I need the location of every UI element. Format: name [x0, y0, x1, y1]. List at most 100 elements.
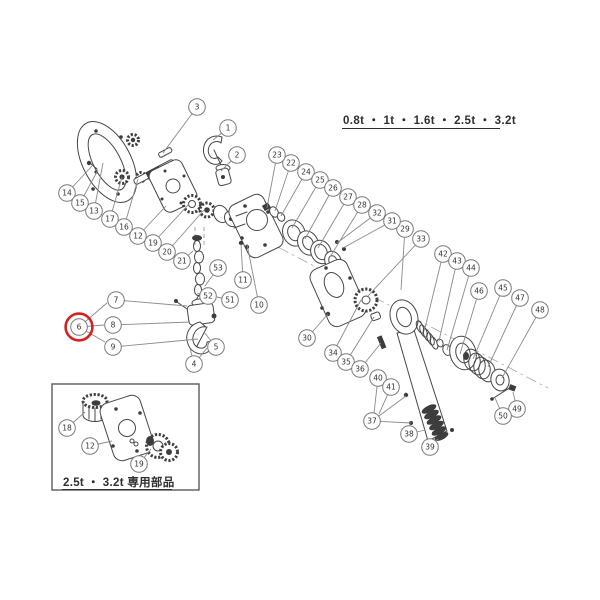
callout-27: 27	[317, 188, 357, 249]
callout-3: 3	[162, 98, 206, 154]
callout-number: 18	[62, 424, 72, 433]
callout-number: 24	[301, 168, 311, 177]
callout-24: 24	[280, 163, 315, 217]
callout-16: 16	[115, 178, 139, 236]
callout-number: 12	[133, 232, 143, 241]
callout-number: 9	[111, 343, 116, 352]
callout-number: 47	[515, 294, 525, 303]
callout-number: 33	[416, 235, 426, 244]
callout-number: 35	[341, 358, 351, 367]
callout-number: 45	[498, 284, 508, 293]
callout-number: 4	[192, 360, 197, 369]
callout-36: 36	[351, 342, 382, 378]
callout-number: 17	[105, 215, 115, 224]
callout-number: 50	[498, 412, 508, 421]
callout-number: 36	[355, 365, 365, 374]
callout-number: 34	[328, 349, 338, 358]
callout-2: 2	[220, 146, 246, 172]
callout-number: 7	[114, 296, 119, 305]
callout-4: 4	[185, 347, 208, 373]
callout-number: 27	[343, 193, 353, 202]
highlight-red-circle	[64, 312, 94, 342]
callout-52: 52	[196, 287, 217, 305]
callout-21: 21	[173, 250, 194, 270]
callout-number: 31	[387, 217, 397, 226]
callout-layer: 1234567891011121314151617192021222324252…	[58, 98, 549, 473]
callout-12-inset: 12	[81, 437, 113, 455]
capacity-label-group: 0.8t ・ 1t ・ 1.6t ・ 2.5t ・ 3.2t	[342, 115, 516, 129]
callout-19-inset: 19	[130, 448, 152, 473]
callout-number: 30	[302, 334, 312, 343]
callout-53: 53	[204, 259, 227, 287]
callout-25: 25	[291, 171, 329, 229]
callout-37: 37	[363, 395, 412, 430]
callout-number: 42	[438, 250, 448, 259]
callout-42: 42	[424, 245, 452, 329]
callout-number: 44	[466, 264, 476, 273]
callout-number: 3	[195, 103, 200, 112]
callout-7: 7	[107, 291, 188, 309]
callout-number: 1	[226, 124, 231, 133]
callout-23: 23	[266, 146, 286, 209]
callout-number: 32	[372, 209, 382, 218]
callout-17: 17	[101, 176, 123, 228]
callout-48: 48	[501, 301, 549, 379]
callout-8: 8	[104, 316, 191, 334]
callout-number: 29	[400, 225, 410, 234]
callout-44: 44	[446, 259, 480, 351]
callout-13: 13	[85, 162, 104, 220]
right-frame-plate	[309, 258, 367, 328]
callout-number: 23	[272, 151, 282, 160]
callout-6: 6	[64, 302, 108, 343]
callout-number: 13	[89, 207, 99, 216]
callout-47: 47	[487, 289, 529, 368]
callout-51: 51	[216, 291, 239, 309]
callout-50: 50	[494, 397, 512, 425]
callout-18-inset: 18	[58, 411, 86, 437]
callout-number: 6	[77, 323, 82, 332]
callout-number: 25	[315, 176, 325, 185]
inset-box: 2.5t ・ 3.2t 専用部品	[51, 383, 200, 491]
callout-number: 52	[203, 292, 213, 301]
callout-35: 35	[337, 316, 375, 371]
left-frame-plate	[228, 193, 284, 259]
callout-41: 41	[378, 378, 400, 415]
callout-number: 21	[177, 257, 187, 266]
callout-9: 9	[104, 338, 199, 356]
callout-31: 31	[342, 212, 401, 249]
callout-10: 10	[246, 243, 268, 314]
callout-number: 19	[134, 460, 144, 469]
callout-number: 49	[512, 405, 522, 414]
callout-number: 46	[474, 287, 484, 296]
callout-34: 34	[324, 299, 362, 362]
callout-43: 43	[438, 252, 466, 342]
callout-number: 16	[119, 223, 129, 232]
callout-15: 15	[71, 169, 99, 212]
callout-number: 10	[254, 301, 264, 310]
callout-number: 12	[85, 442, 95, 451]
callout-12: 12	[129, 205, 167, 245]
callout-38: 38	[400, 425, 426, 443]
callout-32: 32	[336, 204, 386, 244]
callout-number: 22	[286, 159, 296, 168]
callout-number: 19	[148, 239, 158, 248]
callout-number: 26	[328, 184, 338, 193]
callout-number: 2	[235, 151, 240, 160]
callout-19: 19	[144, 203, 190, 252]
callout-46: 46	[459, 282, 488, 355]
callout-number: 15	[75, 199, 85, 208]
callout-28: 28	[329, 196, 371, 258]
callout-number: 38	[404, 430, 414, 439]
callout-30: 30	[298, 313, 329, 347]
callout-29: 29	[396, 220, 414, 291]
inset-caption: 2.5t ・ 3.2t 専用部品	[63, 475, 175, 489]
inset-plate-12	[99, 394, 155, 462]
callout-33: 33	[367, 230, 430, 297]
callout-20: 20	[158, 209, 205, 261]
callout-number: 51	[225, 296, 235, 305]
callout-40: 40	[369, 369, 387, 414]
callout-number: 8	[111, 321, 116, 330]
callout-number: 53	[213, 264, 223, 273]
callout-number: 11	[238, 276, 248, 285]
